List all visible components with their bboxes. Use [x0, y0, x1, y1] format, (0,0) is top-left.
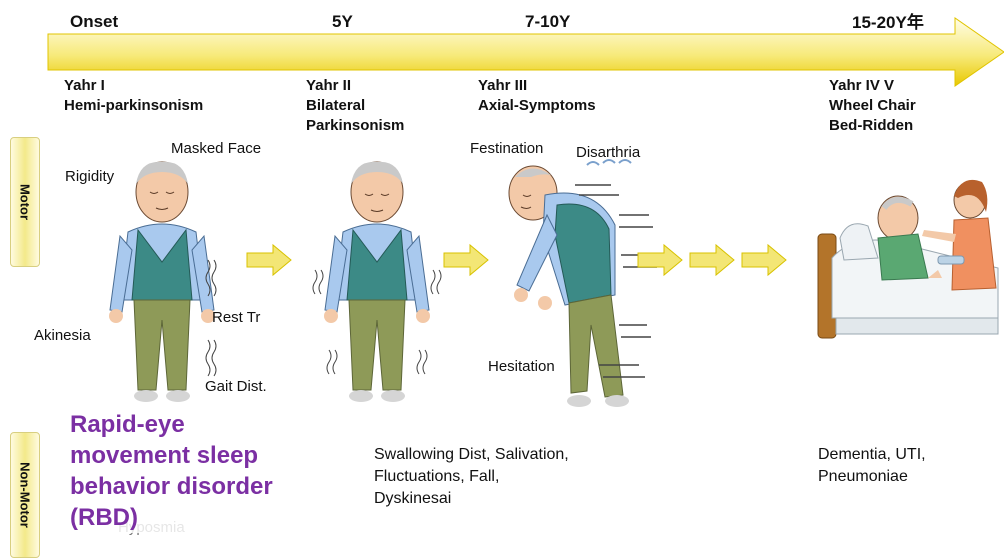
- rbd-line: (RBD): [70, 502, 273, 533]
- nonmotor-side-label: Non-Motor: [10, 432, 40, 558]
- patient-5y-illustration: [315, 150, 445, 410]
- progression-arrow-1: [247, 245, 291, 275]
- stage-title: Yahr III: [478, 76, 596, 96]
- label-disarthria: Disarthria: [576, 144, 640, 161]
- stage-desc: Axial-Symptoms: [478, 96, 596, 116]
- timeline-marker-onset: Onset: [70, 12, 118, 32]
- nonmotor-late-stage: Dementia, UTI, Pneumoniae: [818, 444, 926, 488]
- patient-bedridden-illustration: [818, 138, 1004, 338]
- rbd-line: Rapid-eye: [70, 409, 273, 440]
- label-rigidity: Rigidity: [65, 168, 114, 185]
- timeline-marker-15-20y: 15-20Y年: [852, 8, 924, 33]
- stage-yahr-2: Yahr II Bilateral Parkinsonism: [306, 76, 404, 136]
- rbd-line: behavior disorder: [70, 471, 273, 502]
- label-gait-disturbance: Gait Dist.: [205, 378, 267, 395]
- label-masked-face: Masked Face: [171, 140, 261, 157]
- stage-desc: Bilateral: [306, 96, 404, 116]
- motor-side-label: Motor: [10, 137, 40, 267]
- stage-yahr-1: Yahr I Hemi-parkinsonism: [64, 76, 203, 116]
- nonmotor-line: Dementia, UTI,: [818, 444, 926, 466]
- progression-arrow-2: [444, 245, 488, 275]
- nonmotor-line: Fluctuations, Fall,: [374, 466, 569, 488]
- motor-label: Motor: [18, 184, 33, 220]
- stage-yahr-4-5: Yahr IV V Wheel Chair Bed-Ridden: [829, 76, 916, 136]
- label-festination: Festination: [470, 140, 543, 157]
- timeline-marker-5y: 5Y: [332, 12, 353, 32]
- nonmotor-label: Non-Motor: [18, 462, 33, 528]
- rbd-line: movement sleep: [70, 440, 273, 471]
- label-akinesia: Akinesia: [34, 327, 91, 344]
- progression-arrow-5: [742, 245, 786, 275]
- stage-title: Yahr II: [306, 76, 404, 96]
- nonmotor-line: Dyskinesai: [374, 488, 569, 510]
- stage-desc: Parkinsonism: [306, 116, 404, 136]
- stage-title: Yahr IV V: [829, 76, 916, 96]
- progression-arrow-3: [638, 245, 682, 275]
- nonmotor-line: Swallowing Dist, Salivation,: [374, 444, 569, 466]
- rbd-callout: Rapid-eye movement sleep behavior disord…: [70, 409, 273, 533]
- stage-desc: Wheel Chair: [829, 96, 916, 116]
- stage-desc: Hemi-parkinsonism: [64, 96, 203, 116]
- stage-title: Yahr I: [64, 76, 203, 96]
- label-hesitation: Hesitation: [488, 358, 555, 375]
- nonmotor-mid-stage: Swallowing Dist, Salivation, Fluctuation…: [374, 444, 569, 510]
- label-rest-tremor: Rest Tr: [212, 309, 260, 326]
- progression-arrow-4: [690, 245, 734, 275]
- stage-yahr-3: Yahr III Axial-Symptoms: [478, 76, 596, 116]
- patient-7-10y-illustration: [495, 155, 665, 415]
- stage-desc: Bed-Ridden: [829, 116, 916, 136]
- timeline-marker-7-10y: 7-10Y: [525, 12, 570, 32]
- nonmotor-line: Pneumoniae: [818, 466, 926, 488]
